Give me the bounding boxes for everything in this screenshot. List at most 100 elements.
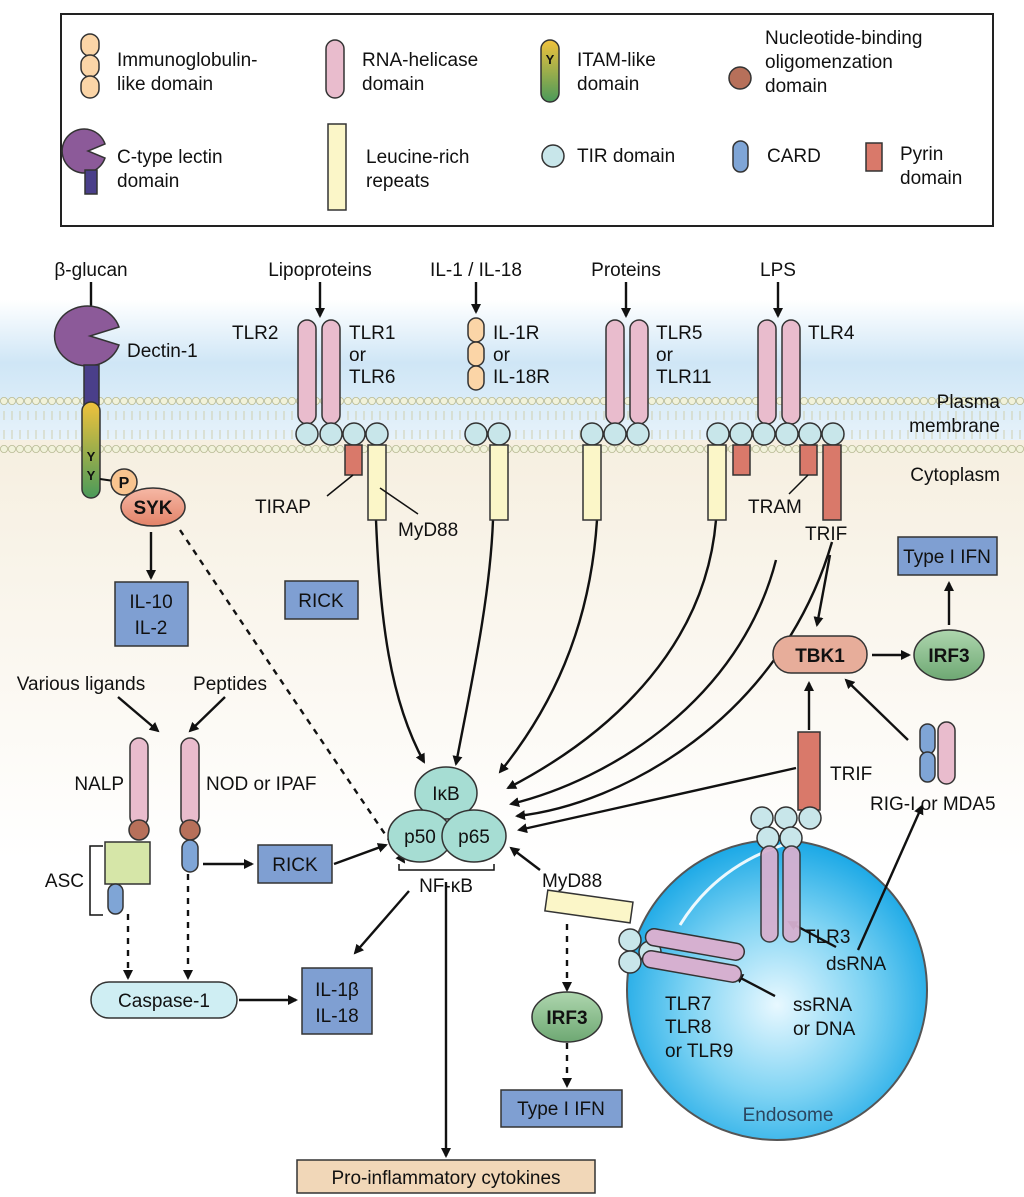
peptides-label: Peptides <box>193 674 267 695</box>
tlr9-label: or TLR9 <box>665 1041 733 1062</box>
tbk1-label: TBK1 <box>795 646 845 667</box>
il1r-myd88 <box>489 444 509 521</box>
tlr11-label: TLR11 <box>656 367 712 388</box>
tlr7-label: TLR7 <box>665 994 711 1015</box>
tlr6-label: TLR6 <box>349 367 395 388</box>
tir-domain-icon <box>541 144 565 168</box>
il1-il18-label: IL-1 / IL-18 <box>430 260 522 281</box>
tlr3-label: TLR3 <box>804 927 850 948</box>
legend-label-ig-2: like domain <box>117 74 213 95</box>
il10-label: IL-10 <box>129 592 172 613</box>
il1b-box <box>301 967 373 1035</box>
trif-label: TRIF <box>805 524 847 545</box>
legend-frame <box>60 13 994 227</box>
il1r-ig-domains <box>467 317 485 391</box>
itam-y-1: Y <box>87 449 96 464</box>
phospho-badge <box>110 468 138 496</box>
caspase-1-label: Caspase-1 <box>118 991 210 1012</box>
myd88-leucine <box>367 444 387 521</box>
rig-i-label: RIG-I or MDA5 <box>870 794 996 815</box>
trif-endo-domain <box>797 731 821 811</box>
endosome-label: Endosome <box>743 1105 834 1126</box>
rick-mid-label: RICK <box>272 855 318 876</box>
itam-domain-icon: Y <box>540 39 560 103</box>
trif-adaptor <box>822 444 842 521</box>
legend-label-card: CARD <box>767 146 821 167</box>
irf3-bottom-label: IRF3 <box>546 1008 587 1029</box>
tlr1-ectodomain <box>321 319 341 425</box>
legend-label-pyrin-2: domain <box>900 168 962 189</box>
myd88-endo-domain <box>544 889 634 924</box>
irf3-top-node <box>913 629 985 681</box>
legend-label-leucine-2: repeats <box>366 171 429 192</box>
legend-label-ig-1: Immunoglobulin- <box>117 50 257 71</box>
itam-y-2: Y <box>87 468 96 483</box>
nalp-nod <box>128 819 150 841</box>
proteins-label: Proteins <box>591 260 661 281</box>
tlr3-ectodomain-b <box>782 845 801 943</box>
tlr5-ectodomain-a <box>605 319 625 425</box>
rna-helicase-domain-icon <box>325 39 345 99</box>
tlr5-or-label: or <box>656 345 674 366</box>
c-type-lectin-icon <box>61 128 106 195</box>
p65-node <box>441 809 507 863</box>
or-dna-label: or DNA <box>793 1019 856 1040</box>
legend-label-itam-2: domain <box>577 74 639 95</box>
tlr4-tirap <box>732 444 751 476</box>
leucine-rich-icon <box>327 123 347 211</box>
dsrna-label: dsRNA <box>826 954 887 975</box>
asc-card <box>107 883 124 915</box>
tlr1-label: TLR1 <box>349 323 395 344</box>
legend-label-pyrin-1: Pyrin <box>900 144 943 165</box>
tlr2-ectodomain <box>297 319 317 425</box>
il1r-or-label: or <box>493 345 511 366</box>
asc-box <box>104 841 151 885</box>
rick-top-label: RICK <box>298 591 344 612</box>
lps-label: LPS <box>760 260 796 281</box>
tlr3-ectodomain-a <box>760 845 779 943</box>
type1-ifn-top-label: Type I IFN <box>903 547 991 568</box>
tlr8-label: TLR8 <box>665 1017 711 1038</box>
nod-label: NOD or IPAF <box>206 774 317 795</box>
membrane-glow <box>0 300 1024 440</box>
tlr7-ectodomain-b <box>641 950 743 983</box>
il1b-label: IL-1β <box>315 980 359 1001</box>
proinflammatory-box <box>296 1159 596 1194</box>
irf3-bottom-node <box>531 991 603 1043</box>
asc-bracket <box>89 845 103 916</box>
nfkb-bracket <box>398 864 495 871</box>
nod-card <box>181 839 199 873</box>
nod-domain-icon <box>728 66 752 90</box>
type1-ifn-top-box <box>897 536 998 576</box>
tram-pyrin <box>799 444 818 476</box>
syk-node <box>120 487 186 527</box>
ikb-label: IκB <box>432 784 459 805</box>
tlr4-label: TLR4 <box>808 323 855 344</box>
tlr4-myd88 <box>707 444 727 521</box>
caspase-1-node <box>90 981 238 1019</box>
il1r-label: IL-1R <box>493 323 539 344</box>
various-ligands-label: Various ligands <box>17 674 146 695</box>
legend-label-tir: TIR domain <box>577 146 675 167</box>
il2-label: IL-2 <box>135 618 168 639</box>
legend-label-lectin-1: C-type lectin <box>117 147 223 168</box>
tlr1-or-label: or <box>349 345 367 366</box>
card-domain-icon <box>732 140 749 173</box>
legend-label-nod-3: domain <box>765 76 827 97</box>
ikb-node <box>414 766 478 820</box>
immunoglobulin-domain-icon <box>80 33 100 99</box>
myd88-label: MyD88 <box>398 520 458 541</box>
pathway-arrows <box>86 282 954 1158</box>
asc-label: ASC <box>45 871 84 892</box>
p50-label: p50 <box>404 827 436 848</box>
legend-label-nod-2: oligomenzation <box>765 52 893 73</box>
il18-label: IL-18 <box>315 1006 358 1027</box>
lipoproteins-label: Lipoproteins <box>268 260 372 281</box>
irf3-top-label: IRF3 <box>928 646 969 667</box>
legend-label-helicase-1: RNA-helicase <box>362 50 478 71</box>
proinflammatory-label: Pro-inflammatory cytokines <box>331 1168 560 1189</box>
tirap-pyrin <box>344 444 363 476</box>
tbk1-node <box>772 635 868 674</box>
nfkb-complex <box>387 766 507 863</box>
